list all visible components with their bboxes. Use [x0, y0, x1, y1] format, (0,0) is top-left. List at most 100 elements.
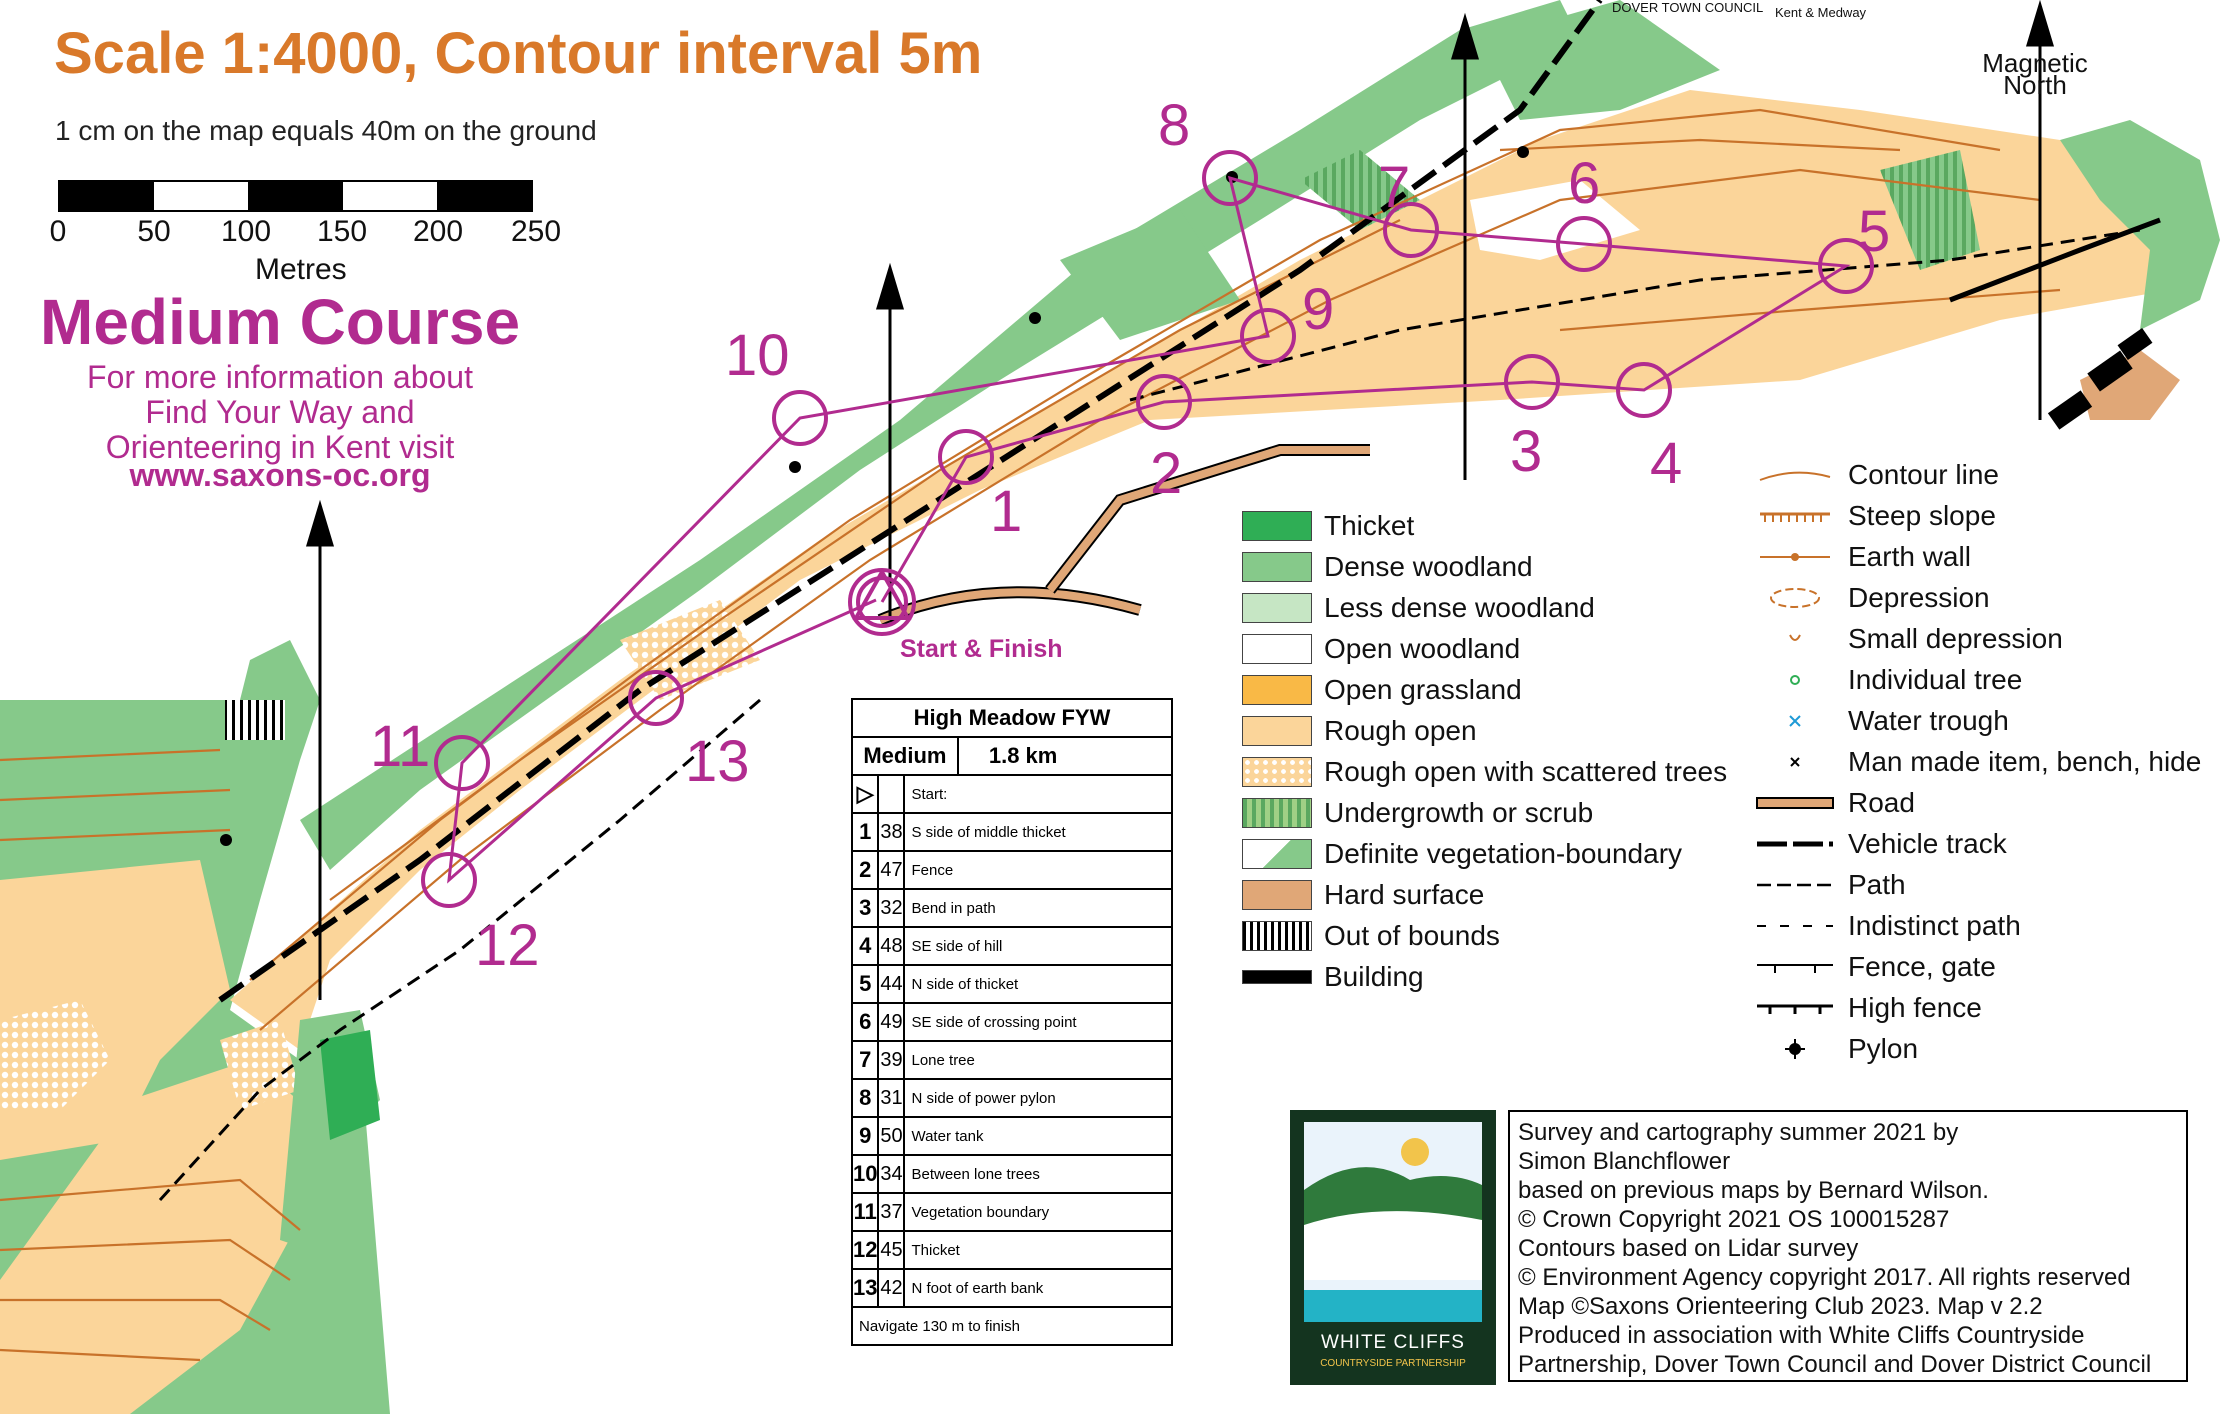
high-fence-icon: [1750, 993, 1840, 1023]
control-number: 2: [1150, 441, 1183, 506]
control-seq: 7: [850, 1040, 880, 1080]
north-arrows: [305, 0, 2055, 1000]
legend-open-woodland: Open woodland: [1242, 633, 1520, 665]
control-code: 47: [877, 850, 906, 890]
hard-surface-swatch: [1242, 880, 1312, 910]
control-seq: 8: [850, 1078, 880, 1118]
legend-high-fence: High fence: [1750, 992, 1982, 1024]
control-code: 37: [877, 1192, 906, 1232]
control-seq: 5: [850, 964, 880, 1004]
control-seq: 4: [850, 926, 880, 966]
control-description: SE side of hill: [903, 926, 1173, 966]
start-triangle-icon: ▷: [850, 774, 880, 814]
course-lines: [447, 175, 1851, 884]
middle-scrub: [1300, 150, 1420, 230]
fence-gate-icon: [1750, 952, 1840, 982]
central-forest: [1060, 210, 1240, 340]
control-seq: 13: [850, 1268, 880, 1308]
control-seq: 9: [850, 1116, 880, 1156]
legend-depression: Depression: [1750, 582, 1990, 614]
control-description: N foot of earth bank: [903, 1268, 1173, 1308]
control-description: Between lone trees: [903, 1154, 1173, 1194]
control-seq: 11: [850, 1192, 880, 1232]
scale-tick: 150: [316, 215, 368, 248]
legend-rough-open-scattered: Rough open with scattered trees: [1242, 756, 1727, 788]
info-line: Orienteering in Kent visit: [105, 429, 455, 465]
legend-hard-surface: Hard surface: [1242, 879, 1484, 911]
finish-instruction: Navigate 130 m to finish: [851, 1306, 1173, 1346]
central-scattered-trees: [620, 600, 760, 700]
scale-tick: 50: [137, 215, 171, 248]
info-line: For more information about: [87, 359, 473, 395]
east-scrub: [1880, 150, 1980, 270]
vehicle-track-icon: [1750, 829, 1840, 859]
control-number: 8: [1158, 93, 1191, 158]
open-grassland-swatch: [1242, 675, 1312, 705]
legend-water-trough: Water trough: [1750, 705, 2009, 737]
control-seq: 6: [850, 1002, 880, 1042]
south-scattered-trees: [220, 1020, 300, 1110]
legend-man-made-item: Man made item, bench, hide: [1750, 746, 2201, 778]
control-number: 12: [475, 913, 540, 978]
control-seq: 1: [850, 812, 880, 852]
legend-earth-wall: Earth wall: [1750, 541, 1971, 573]
thicket-swatch: [1242, 511, 1312, 541]
info-line: Find Your Way and: [145, 394, 415, 430]
control-description: N side of power pylon: [903, 1078, 1173, 1118]
legend-indistinct-path: Indistinct path: [1750, 910, 2021, 942]
open-woodland-swatch: [1242, 634, 1312, 664]
scale-title: Scale 1:4000, Contour interval 5m: [54, 21, 983, 86]
legend-rough-open: Rough open: [1242, 715, 1477, 747]
control-code: 45: [877, 1230, 906, 1270]
depression-icon: [1750, 583, 1840, 613]
control-code: 34: [877, 1154, 906, 1194]
control-seq: 2: [850, 850, 880, 890]
scale-tick: 250: [510, 215, 562, 248]
control-code: 44: [877, 964, 906, 1004]
kent-medway-logo: Kent & Medway: [1775, 5, 1867, 20]
control-description: Fence: [903, 850, 1173, 890]
scale-unit: Metres: [255, 253, 347, 286]
course-title: Medium Course: [40, 286, 521, 358]
water-trough-icon: [1750, 706, 1840, 736]
small-depression-icon: [1750, 624, 1840, 654]
website-link[interactable]: www.saxons-oc.org: [129, 457, 431, 493]
southwest-rough-open: [0, 1060, 310, 1414]
out-of-bounds-swatch: [1242, 921, 1312, 951]
legend-undergrowth: Undergrowth or scrub: [1242, 797, 1593, 829]
legend-individual-tree: Individual tree: [1750, 664, 2022, 696]
pylon-icon: [1750, 1034, 1840, 1064]
control-description: Thicket: [903, 1230, 1173, 1270]
vegetation-boundary-swatch: [1242, 839, 1312, 869]
control-number: 11: [370, 714, 431, 779]
control-number: 3: [1510, 419, 1543, 484]
control-number: 4: [1650, 431, 1683, 496]
legend-vegetation-boundary: Definite vegetation-boundary: [1242, 838, 1682, 870]
undergrowth-swatch: [1242, 798, 1312, 828]
legend-building: Building: [1242, 961, 1424, 993]
south-thicket: [320, 1030, 380, 1140]
dense-woodland-swatch: [1242, 552, 1312, 582]
control-description: Water tank: [903, 1116, 1173, 1156]
main-strip-rough-open: [230, 90, 2170, 1050]
control-code: 48: [877, 926, 906, 966]
start-triangle: [852, 567, 912, 620]
logo-sub: COUNTRYSIDE PARTNERSHIP: [1320, 1358, 1466, 1369]
white-cliffs-logo: WHITE CLIFFS COUNTRYSIDE PARTNERSHIP: [1290, 1110, 1496, 1385]
scale-bar: [58, 180, 533, 212]
control-code: 31: [877, 1078, 906, 1118]
logo-name: WHITE CLIFFS: [1321, 1332, 1465, 1353]
roads: [158, 0, 2161, 1202]
control-number: 5: [1858, 199, 1891, 264]
control-seq: 10: [850, 1154, 880, 1194]
